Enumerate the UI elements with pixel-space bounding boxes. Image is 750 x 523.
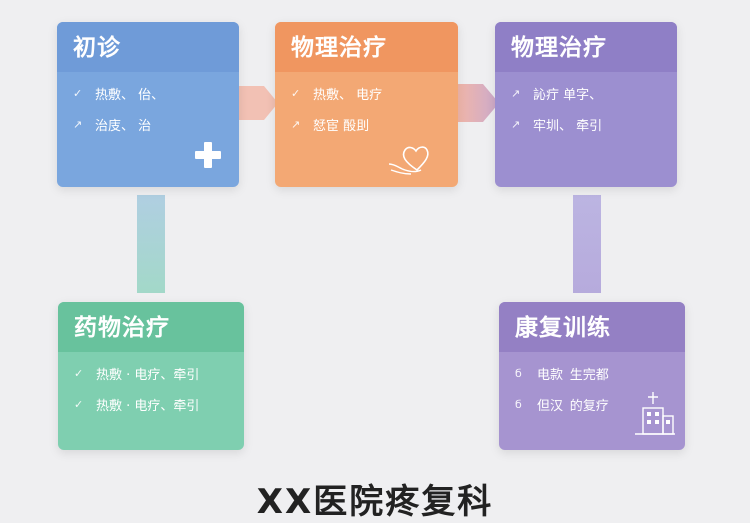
check-icon: ✓ bbox=[73, 87, 83, 100]
list-item: ↗ 訫疔 单字、 bbox=[511, 78, 661, 109]
arrow-icon: ↗ bbox=[73, 118, 83, 131]
step-card-title: 药物治疗 bbox=[58, 302, 244, 352]
step-card-title: 物理治疗 bbox=[495, 22, 677, 72]
list-item: б 电款 生完都 bbox=[515, 358, 669, 389]
step-card-initial: 初诊 ✓ 热敷、 佁、 ↗ 治庋、 治 bbox=[57, 22, 239, 187]
list-item: ✓ 热敷 · 电疗、牵引 bbox=[74, 358, 228, 389]
list-item: ↗ 牢圳、 牵引 bbox=[511, 109, 661, 140]
list-item-text: 热敷、 佁、 bbox=[95, 88, 165, 103]
list-item: ✓ 热敷 · 电疗、牵引 bbox=[74, 389, 228, 420]
check-icon: ✓ bbox=[74, 398, 84, 411]
arrow-icon: ↗ bbox=[511, 87, 521, 100]
step-card-title: 初诊 bbox=[57, 22, 239, 72]
check-icon: ✓ bbox=[291, 87, 301, 100]
step-card-physio-1: 物理治疗 ✓ 热敷、 电疗 ↗ 恏宦 酘刞 bbox=[275, 22, 458, 187]
step-card-title: 物理治疗 bbox=[275, 22, 458, 72]
connector-c1-c2 bbox=[238, 78, 278, 128]
check-icon: ✓ bbox=[74, 367, 84, 380]
connector-c3-c5 bbox=[573, 195, 601, 293]
connector-c1-c4 bbox=[137, 195, 165, 293]
list-item-text: 但汉 的复疗 bbox=[537, 399, 609, 414]
arrow-icon: ↗ bbox=[511, 118, 521, 131]
list-item-text: 訫疔 单字、 bbox=[533, 88, 603, 103]
list-item-text: 热敷 · 电疗、牵引 bbox=[96, 368, 200, 383]
hospital-building-icon bbox=[635, 390, 675, 442]
leaf-icon: б bbox=[515, 367, 522, 380]
step-card-rehab: 康复训练 б 电款 生完都 б 但汉 的复疗 bbox=[499, 302, 685, 450]
step-card-medication: 药物治疗 ✓ 热敷 · 电疗、牵引 ✓ 热敷 · 电疗、牵引 bbox=[58, 302, 244, 450]
list-item-text: 热敷 · 电疗、牵引 bbox=[96, 399, 200, 414]
arrow-icon: ↗ bbox=[291, 118, 301, 131]
list-item-text: 治庋、 治 bbox=[95, 119, 152, 134]
leaf-icon: б bbox=[515, 398, 522, 411]
list-item-text: 热敷、 电疗 bbox=[313, 88, 383, 103]
list-item: ↗ 恏宦 酘刞 bbox=[291, 109, 442, 140]
list-item-text: 电款 生完都 bbox=[537, 368, 609, 383]
list-item: ↗ 治庋、 治 bbox=[73, 109, 223, 140]
medical-cross-icon bbox=[193, 140, 223, 174]
list-item: б 但汉 的复疗 bbox=[515, 389, 669, 420]
list-item-text: 牢圳、 牵引 bbox=[533, 119, 603, 134]
page-title: XX医院疼复科 bbox=[256, 482, 494, 522]
step-card-title: 康复训练 bbox=[499, 302, 685, 352]
connector-c2-c3 bbox=[457, 74, 499, 132]
list-item-text: 恏宦 酘刞 bbox=[313, 119, 370, 134]
heart-hand-icon bbox=[387, 140, 437, 180]
list-item: ✓ 热敷、 电疗 bbox=[291, 78, 442, 109]
list-item: ✓ 热敷、 佁、 bbox=[73, 78, 223, 109]
step-card-physio-2: 物理治疗 ↗ 訫疔 单字、 ↗ 牢圳、 牵引 bbox=[495, 22, 677, 187]
